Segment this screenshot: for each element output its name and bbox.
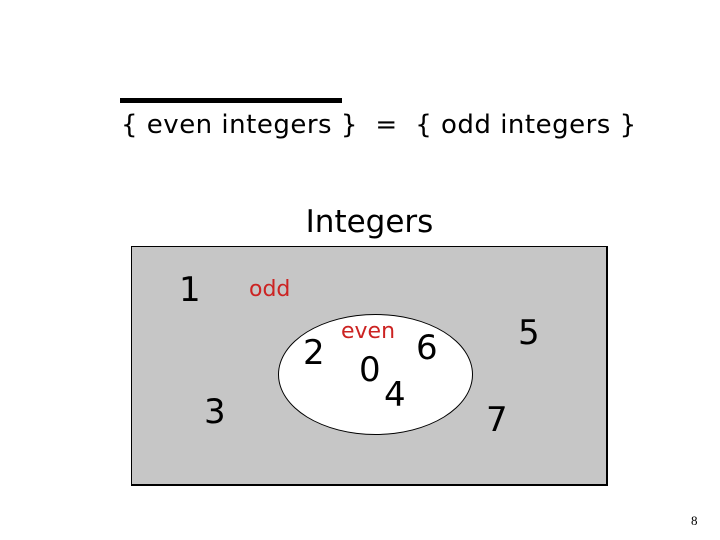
even-number-2: 2: [303, 333, 325, 373]
even-number-0: 0: [359, 350, 381, 390]
even-number-4: 4: [384, 375, 406, 415]
venn-title: Integers: [305, 204, 434, 240]
page-number: 8: [691, 513, 698, 528]
even-set-ellipse: [278, 314, 473, 435]
odd-number-1: 1: [179, 270, 201, 310]
heading-text: { even integers } = { odd integers }: [121, 110, 637, 140]
odd-region-label: odd: [249, 277, 291, 302]
odd-number-3: 3: [204, 392, 226, 432]
heading-overline: [120, 98, 342, 103]
even-region-label: even: [341, 319, 396, 344]
odd-number-7: 7: [486, 400, 508, 440]
odd-number-5: 5: [518, 313, 540, 353]
even-number-6: 6: [416, 328, 438, 368]
